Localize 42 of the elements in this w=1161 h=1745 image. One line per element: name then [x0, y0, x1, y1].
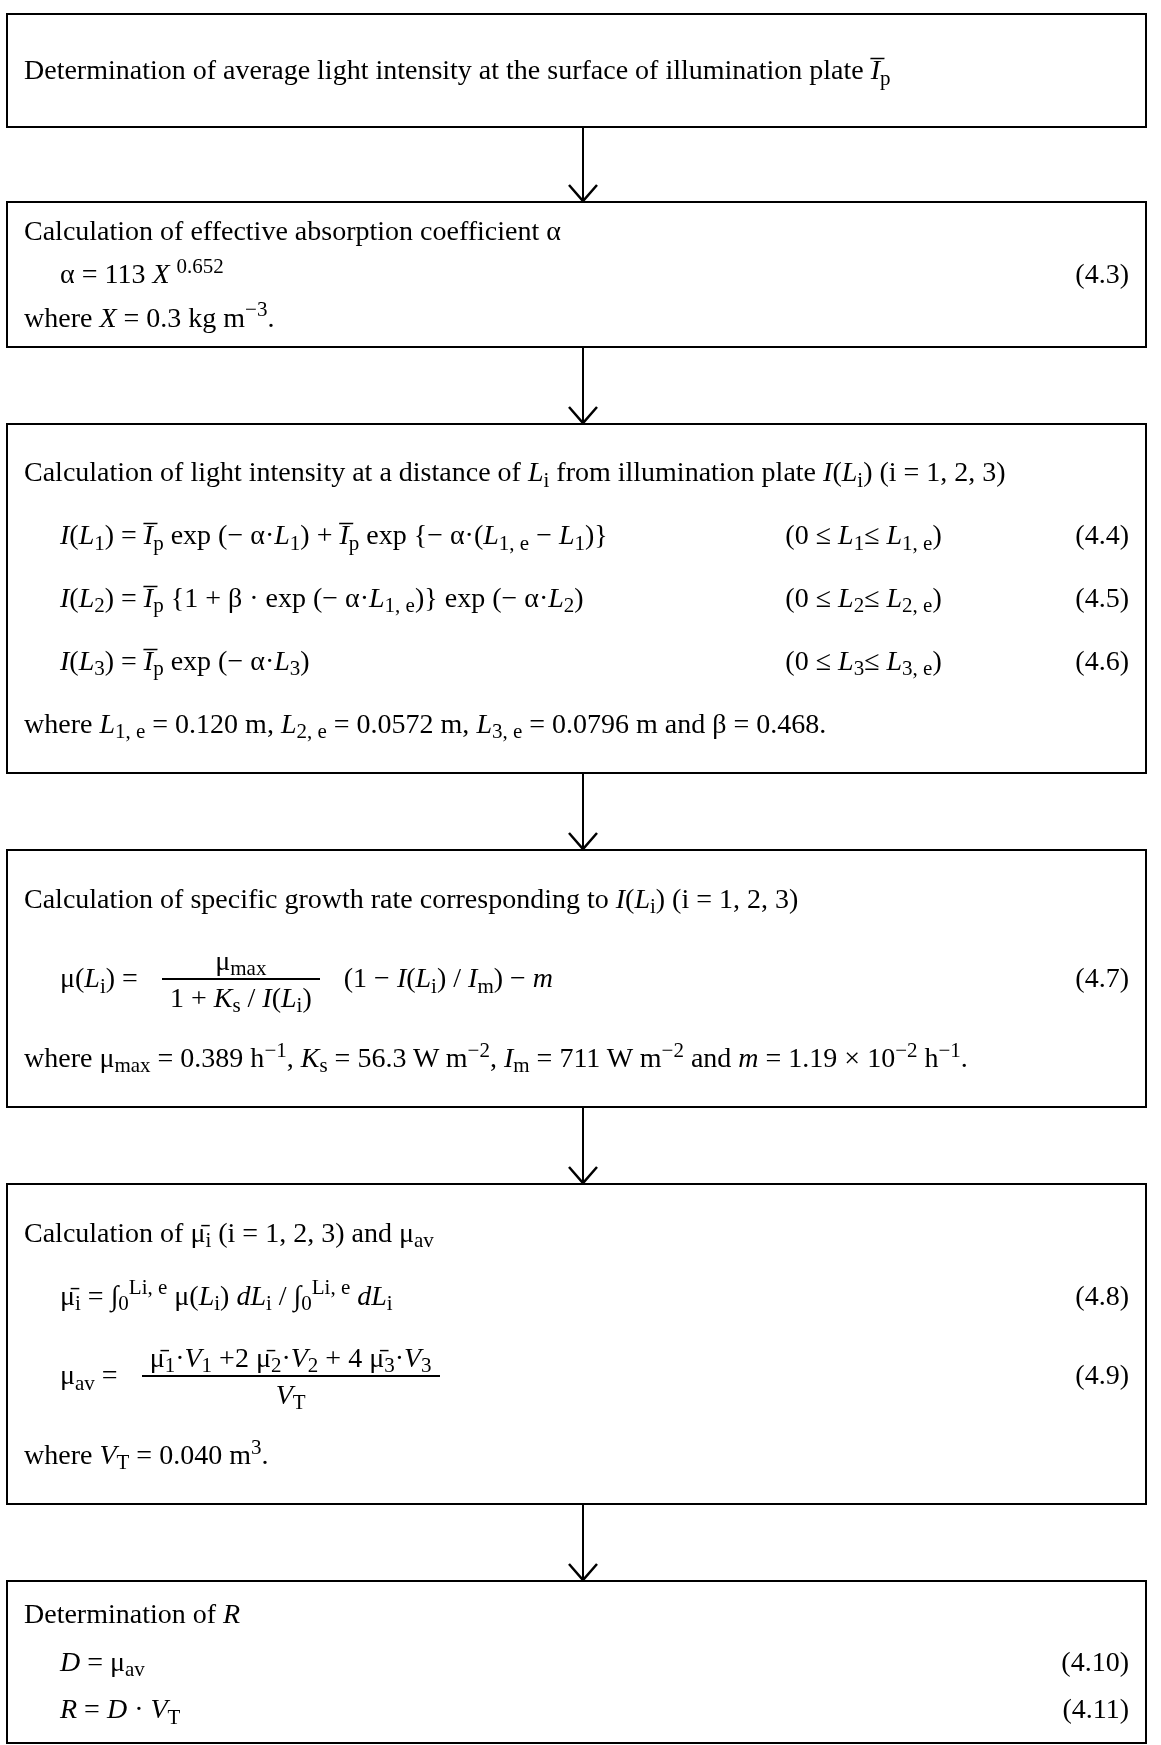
equation-number: (4.11)	[1062, 1692, 1129, 1727]
arrow	[567, 773, 599, 851]
equation-number: (4.8)	[1075, 1278, 1129, 1313]
box-heading: Calculation of effective absorption coefficient α	[24, 214, 561, 246]
process-box	[6, 1183, 1147, 1505]
equation-condition: (0 ≤ L$_{2}$≤ L$_{2, e}$)	[785, 582, 942, 614]
process-box	[6, 201, 1147, 348]
equation: μ̄$_{i}$ = ∫$_{0}$$^{Li, e}$ μ(L$_{i}$) dL$_{i}$ / ∫$_{0}$$^{Li, e}$ dL$_{i}$	[60, 1279, 393, 1311]
process-box	[6, 423, 1147, 774]
process-box	[6, 1580, 1147, 1744]
equation: μ$_{av}$ =	[60, 1358, 118, 1395]
note-text: where V$_{T}$ = 0.040 m$^{3}$.	[24, 1439, 269, 1470]
equation: D = μ$_{av}$	[60, 1645, 145, 1677]
equation-condition: (0 ≤ L$_{3}$≤ L$_{3, e}$)	[785, 645, 942, 677]
box-heading: Calculation of specific growth rate corresponding to I(L$_{i}$) (i = 1, 2, 3)	[24, 882, 799, 914]
box-heading: Determination of R	[24, 1598, 241, 1630]
equation: μ(L$_{i}$) =	[60, 961, 138, 998]
process-box	[6, 13, 1147, 128]
fraction-numerator: μ$_{max}$	[214, 943, 268, 978]
note-text: where L$_{1, e}$ = 0.120 m, L$_{2, e}$ = 0.0572 m, L$_{3, e}$ = 0.0796 m and β = 0.468.	[24, 708, 827, 740]
note-text: where μ$_{max}$ = 0.389 h$^{−1}$, K$_{s}$ = 56.3 W m$^{−2}$, I$_{m}$ = 711 W m$^{−2}$ and m = 1.19 × 10$^{−2}$ h$^{−1}$.	[24, 1042, 968, 1073]
arrow	[567, 347, 599, 425]
equation-number: (4.10)	[1061, 1644, 1129, 1679]
arrow	[567, 127, 599, 203]
fraction-denominator: 1 + K$_{s}$ / I(L$_{i}$)	[168, 980, 313, 1015]
note-text: where X = 0.3 kg m$^{−3}$.	[24, 301, 275, 333]
equation-number: (4.7)	[1075, 961, 1129, 996]
fraction-numerator: μ̄$_{1}$·V$_{1}$ +2 μ̄$_{2}$·V$_{2}$ + 4 μ̄$_{3}$·V$_{3}$	[148, 1340, 433, 1375]
equation-number: (4.6)	[1075, 644, 1129, 679]
equation-number: (4.9)	[1075, 1358, 1129, 1393]
equation: α = 113 X $^{0.652}$	[60, 258, 224, 290]
equation-number: (4.5)	[1075, 581, 1129, 616]
arrow	[567, 1107, 599, 1185]
equation: (1 − I(L$_{i}$) / I$_{m}$) − m	[343, 961, 554, 998]
box-heading: Calculation of μ̄$_{i}$ (i = 1, 2, 3) and μ$_{av}$	[24, 1216, 434, 1248]
box-heading: Calculation of light intensity at a distance of L$_{i}$ from illumination plate I(L$_{i}$) (i = 1, 2, 3)	[24, 456, 1006, 488]
arrow	[567, 1504, 599, 1582]
fraction-denominator: V$_{T}$	[274, 1377, 307, 1412]
equation-number: (4.3)	[1075, 257, 1129, 292]
equation: R = D · V$_{T}$	[60, 1693, 181, 1725]
process-box	[6, 849, 1147, 1108]
equation-number: (4.4)	[1075, 518, 1129, 553]
